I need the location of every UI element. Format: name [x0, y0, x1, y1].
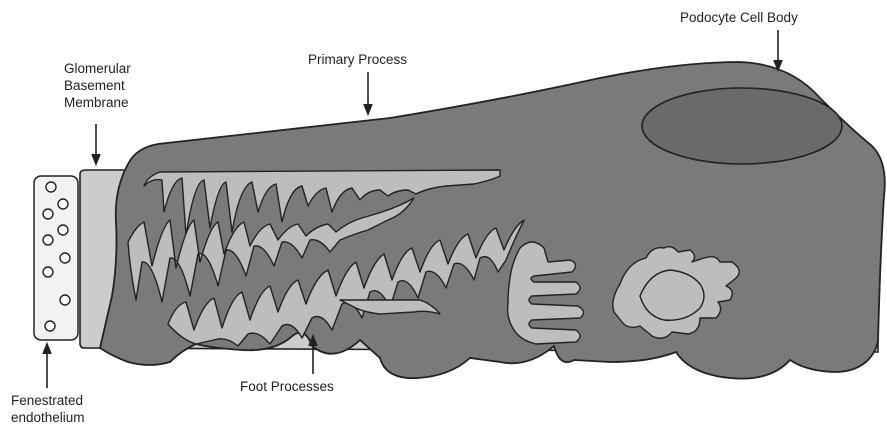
- fenestration: [58, 225, 68, 235]
- fenestration: [58, 199, 68, 209]
- cell-body-arrow: [774, 30, 782, 70]
- primary-process-label: Primary Process: [308, 51, 407, 68]
- fenestration: [43, 235, 53, 245]
- gbm-label: Glomerular Basement Membrane: [64, 60, 131, 111]
- fenestration: [43, 267, 53, 277]
- gbm-arrow: [92, 124, 100, 164]
- gbm-label-line-2: Basement: [64, 77, 131, 94]
- primary-process-arrow: [364, 72, 372, 114]
- fenestrated-endothelium: [34, 176, 78, 340]
- cell-body-label: Podocyte Cell Body: [680, 9, 798, 26]
- fenestration: [43, 209, 53, 219]
- fenestration: [60, 253, 70, 263]
- foot-processes-arrow: [309, 336, 317, 374]
- endothelium-arrow: [43, 344, 51, 388]
- fenestration: [45, 321, 55, 331]
- nucleus: [642, 88, 842, 164]
- endothelium-label: Fenestrated endothelium: [11, 392, 85, 426]
- endothelium-layer: [34, 176, 78, 340]
- endothelium-label-line-1: Fenestrated: [11, 392, 85, 409]
- foot-processes-label: Foot Processes: [240, 378, 334, 395]
- endothelium-label-line-2: endothelium: [11, 409, 85, 426]
- fenestration: [46, 182, 56, 192]
- fenestration: [60, 295, 70, 305]
- gbm-label-line-3: Membrane: [64, 94, 131, 111]
- gbm-label-line-1: Glomerular: [64, 60, 131, 77]
